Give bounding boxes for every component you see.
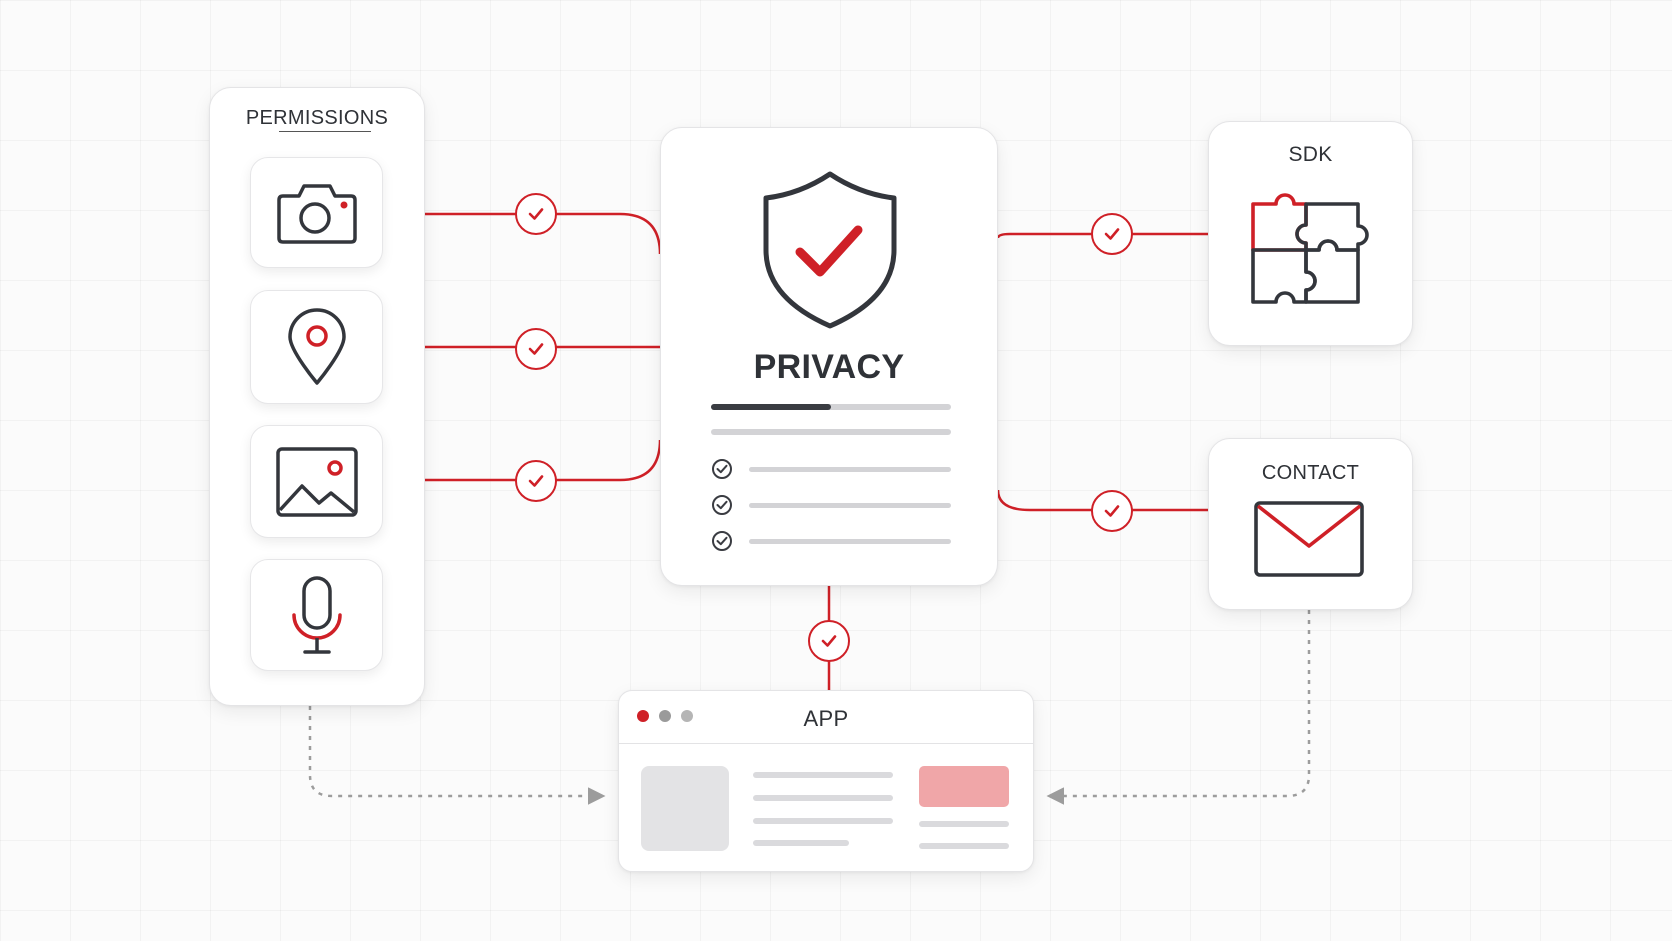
privacy-title: PRIVACY <box>753 348 905 386</box>
window-dot-maximize[interactable] <box>681 710 693 722</box>
check-icon <box>528 343 544 355</box>
app-text-line <box>919 843 1009 849</box>
check-badge-location <box>515 328 557 370</box>
app-text-line <box>753 818 893 824</box>
check-icon <box>528 208 544 220</box>
shield-check-icon <box>763 171 897 329</box>
permissions-title-underline <box>279 131 371 132</box>
check-icon <box>1104 505 1120 517</box>
privacy-progress-fill <box>711 404 831 410</box>
app-window[interactable]: APP <box>618 690 1034 872</box>
app-text-line <box>919 821 1009 827</box>
check-circle-icon <box>712 495 732 515</box>
check-badge-sdk <box>1091 213 1133 255</box>
privacy-card: PRIVACY <box>660 127 998 586</box>
permissions-title: PERMISSIONS <box>245 107 389 129</box>
connector-image-privacy <box>425 439 662 482</box>
check-badge-app <box>808 620 850 662</box>
check-icon <box>821 635 837 647</box>
checklist-line <box>749 539 951 544</box>
permission-photos[interactable] <box>250 425 383 538</box>
privacy-text-line <box>711 429 951 435</box>
app-text-line <box>753 840 849 846</box>
connector-camera-privacy <box>425 212 662 255</box>
location-pin-icon <box>287 308 346 385</box>
envelope-icon <box>1254 501 1364 577</box>
check-icon <box>1104 228 1120 240</box>
window-dot-close[interactable] <box>637 710 649 722</box>
check-icon <box>528 475 544 487</box>
dashed-arrow-contact-app <box>1046 610 1311 805</box>
permissions-panel: PERMISSIONS <box>209 87 425 706</box>
check-badge-contact <box>1091 490 1133 532</box>
checklist-item <box>711 529 951 553</box>
contact-title: CONTACT <box>1261 462 1360 484</box>
app-titlebar: APP <box>619 691 1033 744</box>
window-dot-minimize[interactable] <box>659 710 671 722</box>
permission-location[interactable] <box>250 290 383 404</box>
contact-card[interactable]: CONTACT <box>1208 438 1413 610</box>
checklist-line <box>749 467 951 472</box>
check-circle-icon <box>712 531 732 551</box>
connector-privacy-sdk <box>996 232 1208 239</box>
checklist-line <box>749 503 951 508</box>
image-icon <box>275 446 358 517</box>
permission-microphone[interactable] <box>250 559 383 671</box>
checklist-item <box>711 457 951 481</box>
checklist-item <box>711 493 951 517</box>
check-circle-icon <box>712 459 732 479</box>
sdk-card[interactable]: SDK <box>1208 121 1413 346</box>
connector-privacy-contact <box>996 489 1208 512</box>
app-text-line <box>753 795 893 801</box>
app-text-line <box>753 772 893 778</box>
app-title: APP <box>803 706 849 731</box>
check-badge-image <box>515 460 557 502</box>
app-image-placeholder <box>641 766 729 851</box>
dashed-arrow-permissions-app <box>308 706 606 805</box>
permission-camera[interactable] <box>250 157 383 268</box>
check-badge-camera <box>515 193 557 235</box>
privacy-progress-track <box>711 404 951 410</box>
camera-icon <box>276 183 357 244</box>
app-action-button[interactable] <box>919 766 1009 807</box>
puzzle-icon <box>1251 193 1369 304</box>
microphone-icon <box>291 576 342 654</box>
sdk-title: SDK <box>1288 143 1333 166</box>
